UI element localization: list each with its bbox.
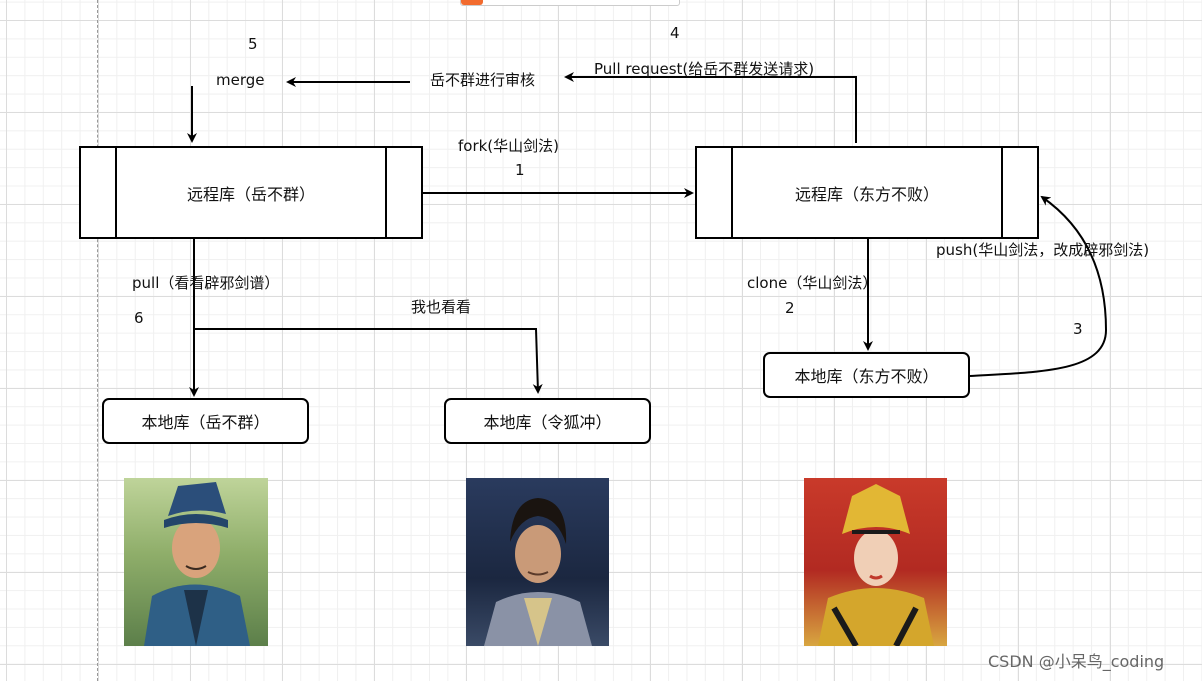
pull-request-label: Pull request(给岳不群发送请求)	[594, 60, 815, 78]
push-arrow	[969, 195, 1108, 377]
toolbar-chip	[460, 0, 680, 6]
local-repo-linghu-label: 本地库（令狐冲）	[483, 413, 612, 432]
local-repo-linghu: 本地库（令狐冲）	[444, 398, 651, 444]
remote-repo-yue: 远程库（岳不群）	[79, 146, 423, 239]
step-4: 4	[670, 24, 680, 42]
remote-repo-yue-label: 远程库（岳不群）	[186, 184, 315, 204]
step-5: 5	[248, 35, 258, 53]
local-repo-dongfang: 本地库（东方不败）	[763, 352, 970, 398]
process-bar-right	[385, 148, 387, 237]
also-look-arrow	[194, 328, 543, 394]
also-look-label: 我也看看	[411, 298, 472, 316]
process-bar-left	[731, 148, 733, 237]
step-3: 3	[1073, 320, 1083, 338]
step-1: 1	[515, 161, 525, 179]
step-2: 2	[785, 299, 795, 317]
review-label: 岳不群进行审核	[430, 71, 536, 89]
portrait-linghu	[466, 478, 609, 646]
process-bar-right	[1001, 148, 1003, 237]
guide-line	[97, 0, 98, 681]
process-bar-left	[115, 148, 117, 237]
remote-repo-dongfang: 远程库（东方不败）	[695, 146, 1039, 239]
local-repo-yue-label: 本地库（岳不群）	[141, 413, 270, 432]
watermark: CSDN @小呆鸟_coding	[988, 652, 1165, 671]
pull-request-arrow	[564, 72, 857, 143]
fork-label: fork(华山剑法)	[458, 137, 560, 155]
pull-label: pull（看看辟邪剑谱）	[132, 274, 280, 292]
portrait-dongfang	[804, 478, 947, 646]
portrait-yue	[124, 478, 268, 646]
local-repo-dongfang-label: 本地库（东方不败）	[794, 367, 939, 386]
merge-label: merge	[216, 71, 265, 89]
brand-mark	[461, 0, 483, 5]
clone-label: clone（华山剑法）	[747, 274, 878, 292]
remote-repo-dongfang-label: 远程库（东方不败）	[794, 184, 939, 204]
push-label: push(华山剑法，改成辟邪剑法)	[936, 241, 1150, 259]
step-6: 6	[134, 309, 144, 327]
local-repo-yue: 本地库（岳不群）	[102, 398, 309, 444]
